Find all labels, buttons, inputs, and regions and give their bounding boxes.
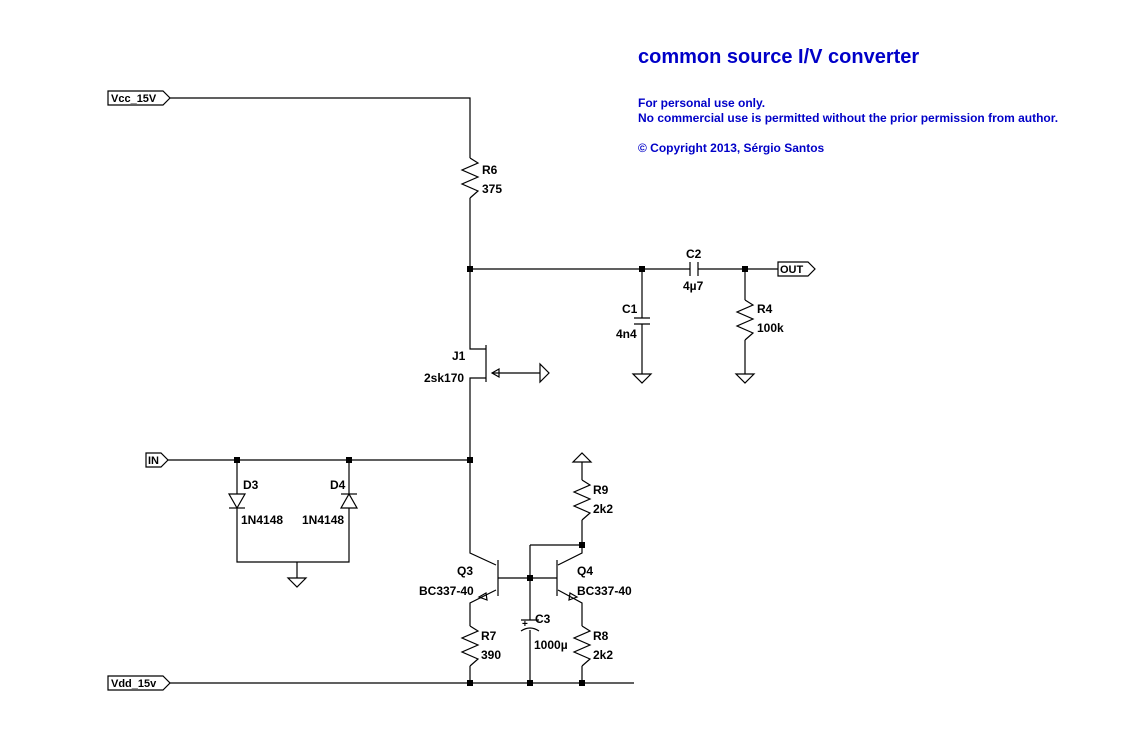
q3-ref: Q3: [457, 564, 473, 578]
c1-value: 4n4: [616, 327, 637, 341]
c3-ref: C3: [535, 612, 551, 626]
port-vcc-label: Vcc_15V: [111, 93, 157, 105]
r7-ref: R7: [481, 629, 497, 643]
capacitor-c2: C2 4µ7: [683, 247, 704, 293]
wires: [168, 97, 778, 684]
c1-ref: C1: [622, 302, 638, 316]
port-out: OUT: [777, 261, 816, 277]
d4-ref: D4: [330, 478, 346, 492]
capacitor-c3: + C3 1000µ: [520, 612, 568, 652]
d4-value: 1N4148: [302, 513, 344, 527]
d3-ref: D3: [243, 478, 259, 492]
r7-value: 390: [481, 648, 501, 662]
diode-d4: D4 1N4148: [302, 478, 359, 527]
capacitor-c1: C1 4n4: [616, 302, 650, 341]
supply-r9-icon: [571, 452, 593, 463]
license-note-line-2: No commercial use is permitted without t…: [638, 111, 1059, 125]
resistor-r8: R8 2k2: [572, 625, 613, 667]
r8-value: 2k2: [593, 648, 613, 662]
d3-value: 1N4148: [241, 513, 283, 527]
q4-value: BC337-40: [577, 584, 632, 598]
junction-dots: [234, 266, 748, 686]
port-in: IN: [145, 452, 169, 468]
license-note-line-1: For personal use only.: [638, 96, 766, 110]
c3-value: 1000µ: [534, 638, 568, 652]
resistor-r4: R4 100k: [735, 299, 784, 341]
resistor-r9: R9 2k2: [572, 479, 613, 521]
r6-ref: R6: [482, 163, 498, 177]
j1-value: 2sk170: [424, 371, 464, 385]
r8-ref: R8: [593, 629, 609, 643]
jfet-j1: J1 2sk170: [424, 345, 500, 385]
copyright-note: © Copyright 2013, Sérgio Santos: [638, 141, 825, 155]
r4-value: 100k: [757, 321, 784, 335]
port-out-label: OUT: [780, 264, 804, 276]
port-vdd-label: Vdd_15v: [111, 678, 157, 690]
ground-symbols: [286, 362, 756, 588]
transistor-q4: Q4 BC337-40: [556, 560, 632, 601]
ground-c1-icon: [631, 373, 653, 384]
ground-diodes-icon: [286, 577, 308, 588]
c2-ref: C2: [686, 247, 702, 261]
r6-value: 375: [482, 182, 502, 196]
r9-value: 2k2: [593, 502, 613, 516]
c2-value: 4µ7: [683, 279, 704, 293]
q4-ref: Q4: [577, 564, 593, 578]
diode-d3: D3 1N4148: [227, 478, 283, 527]
c3-polarity: +: [522, 619, 528, 630]
r4-ref: R4: [757, 302, 773, 316]
resistor-r6: R6 375: [460, 157, 502, 199]
ground-j1-gate-icon: [539, 362, 550, 384]
j1-ref: J1: [452, 349, 466, 363]
port-vdd: Vdd_15v: [107, 675, 171, 691]
port-in-label: IN: [148, 455, 159, 467]
schematic-title: common source I/V converter: [638, 46, 920, 68]
port-vcc: Vcc_15V: [107, 90, 171, 106]
resistor-r7: R7 390: [460, 625, 501, 667]
r9-ref: R9: [593, 483, 609, 497]
transistor-q3: Q3 BC337-40: [419, 560, 499, 601]
ground-r4-icon: [734, 373, 756, 384]
q3-value: BC337-40: [419, 584, 474, 598]
